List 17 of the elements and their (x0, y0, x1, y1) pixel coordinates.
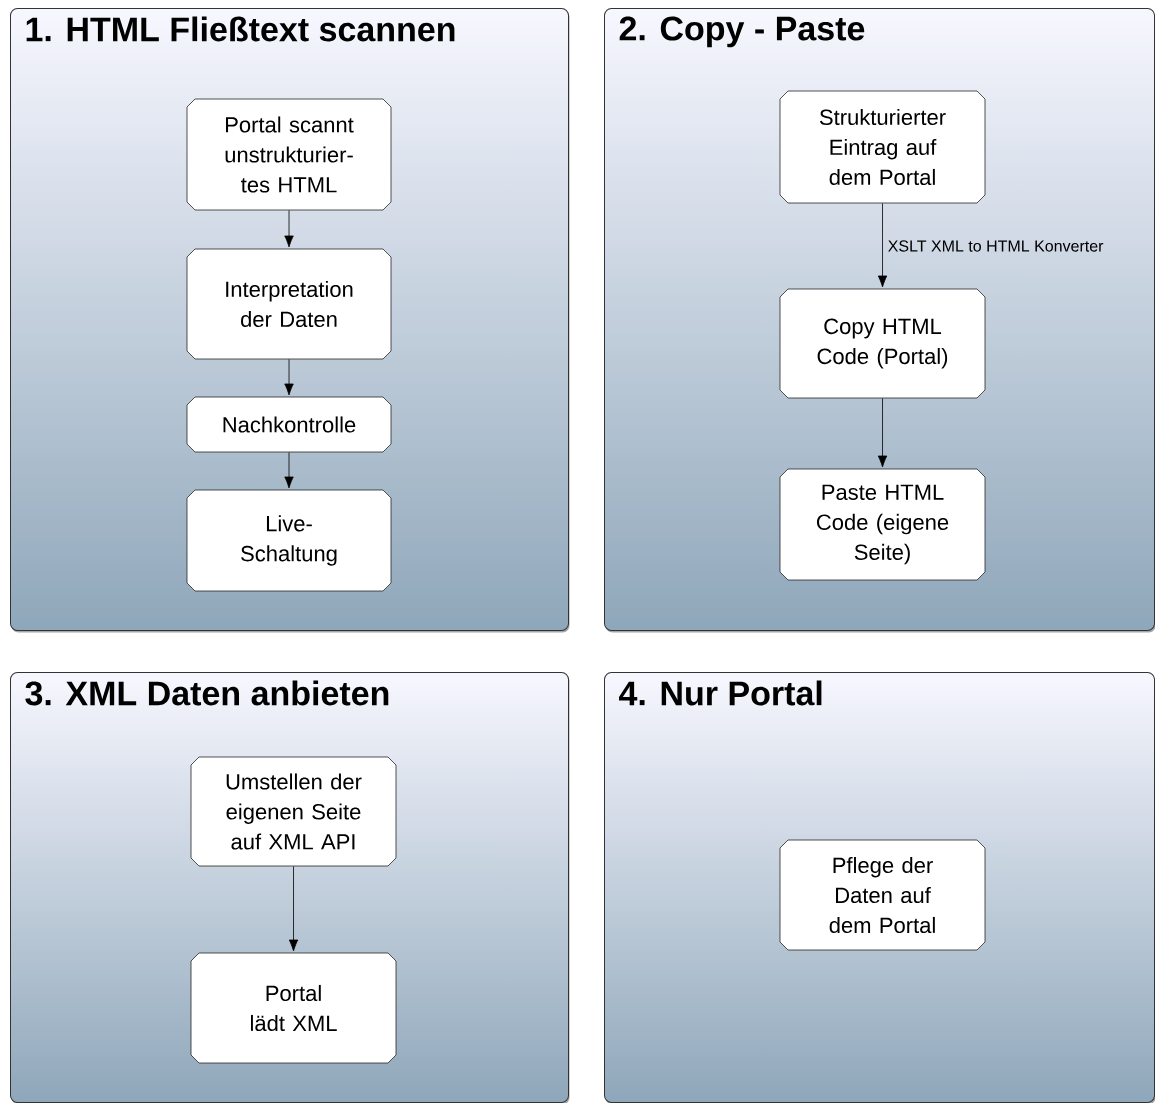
process-box: Live- Schaltung (186, 489, 392, 592)
process-box: Pflege der Daten auf dem Portal (779, 839, 986, 951)
arrow (284, 452, 294, 489)
process-box: Interpretation der Daten (186, 248, 392, 360)
process-box: Nachkontrolle (186, 396, 392, 453)
process-box: Umstellen der eigenen Seite auf XML API (190, 756, 397, 867)
arrow (284, 359, 294, 396)
process-box: Strukturierter Eintrag auf dem Portal (779, 90, 986, 204)
arrow (284, 210, 294, 248)
arrow (288, 866, 299, 952)
process-box: Copy HTML Code (Portal) (779, 288, 986, 399)
edge-label: XSLT XML to HTML Konverter (888, 240, 1104, 252)
process-box: Paste HTML Code (eigene Seite) (779, 468, 986, 581)
arrow (877, 203, 888, 288)
process-box: Portal scannt unstrukturier- tes HTML (186, 98, 392, 211)
arrow (877, 398, 888, 468)
process-box: Portal lädt XML (190, 952, 397, 1064)
